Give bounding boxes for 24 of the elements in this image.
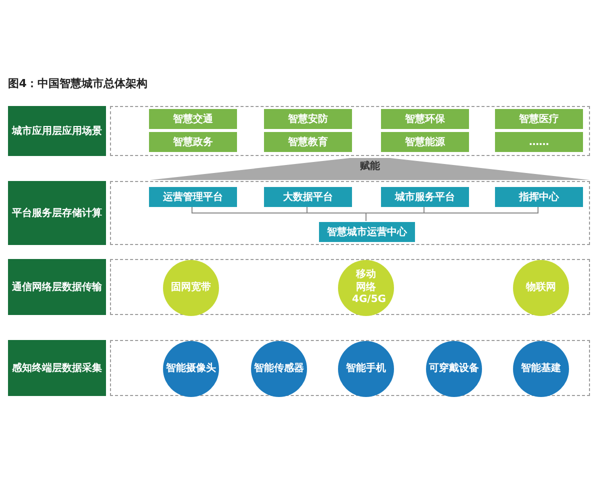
- platform-tile: 大数据平台: [264, 187, 352, 207]
- dashed-frame: [110, 259, 590, 315]
- scenario-tile: 智慧环保: [381, 109, 469, 129]
- figure-title: 图4：中国智慧城市总体架构: [8, 76, 148, 92]
- triangle-banner: 赋能: [150, 158, 590, 180]
- dashed-frame: [110, 340, 590, 396]
- layer-header: 感知终端层数据采集: [8, 340, 106, 396]
- platform-tile: 指挥中心: [495, 187, 583, 207]
- scenario-tile: 智慧安防: [264, 109, 352, 129]
- platform-tile: 城市服务平台: [381, 187, 469, 207]
- connector-line: [366, 206, 538, 222]
- dashed-frame: [110, 181, 590, 245]
- dashed-frame: [110, 106, 590, 156]
- layer-header: 平台服务层存储计算: [8, 181, 106, 245]
- layer-header: 城市应用层应用场景: [8, 106, 106, 156]
- scenario-tile: 智慧交通: [149, 109, 237, 129]
- scenario-tile: 智慧政务: [149, 132, 237, 152]
- scenario-tile: 智慧能源: [381, 132, 469, 152]
- scenario-tile: ……: [495, 132, 583, 152]
- scenario-tile: 智慧教育: [264, 132, 352, 152]
- platform-tile: 智慧城市运营中心: [319, 222, 415, 242]
- scenario-tile: 智慧医疗: [495, 109, 583, 129]
- platform-tile: 运营管理平台: [149, 187, 237, 207]
- layer-header: 通信网络层数据传输: [8, 259, 106, 315]
